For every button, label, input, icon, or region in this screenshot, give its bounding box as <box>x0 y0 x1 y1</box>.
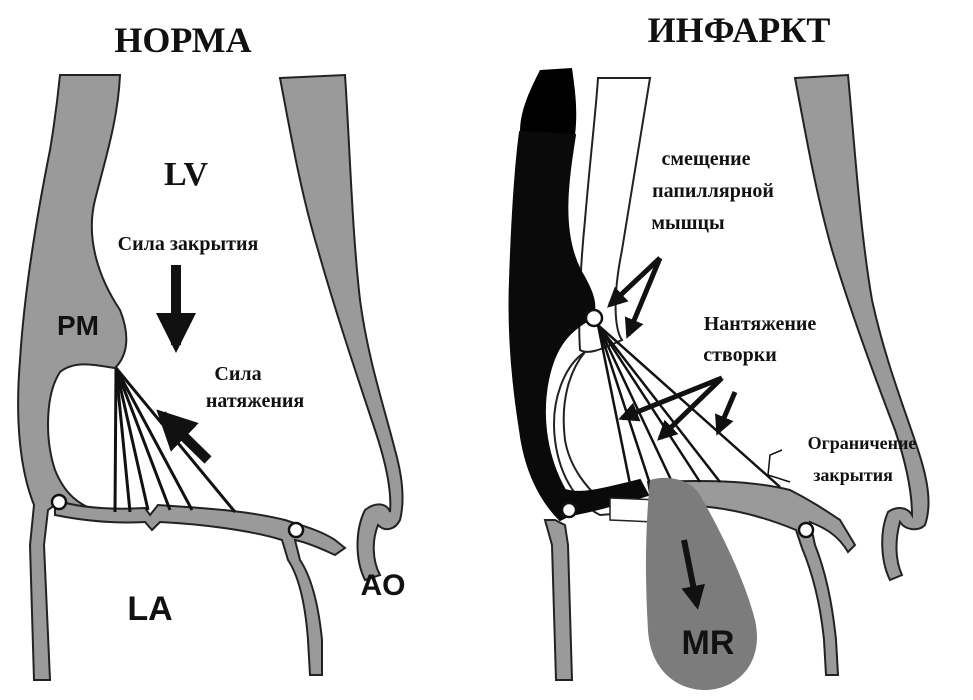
mr-label: MR <box>682 624 735 662</box>
restriction-label-line2: закрытия <box>813 465 893 485</box>
infarct-panel: ИНФАРКТ смещение папиллярной мышцы Нантя… <box>509 10 928 690</box>
normal-aortic-wall <box>280 75 402 580</box>
normal-title: НОРМА <box>114 20 251 60</box>
leaflet-tension-label-line1: Нантяжение <box>704 313 817 335</box>
normal-annulus-point-right <box>289 523 303 537</box>
displacement-label-line1: смещение <box>661 148 750 170</box>
tension-force-label-line1: Сила <box>214 363 261 385</box>
infarct-lower-wall <box>545 520 572 680</box>
displacement-label-line2: папиллярной <box>652 180 774 202</box>
tension-force-label-line2: натяжения <box>206 390 305 412</box>
pm-label: PM <box>57 310 99 341</box>
papillary-muscle-point <box>586 310 602 326</box>
displacement-label-line3: мышцы <box>651 212 725 234</box>
normal-panel: НОРМА LV Сила закрытия PM Сила натяжения… <box>18 20 405 680</box>
la-label: LA <box>127 590 172 628</box>
displacement-arrow-2 <box>628 258 660 335</box>
ao-label: AO <box>361 569 406 602</box>
infarct-annulus-point-right <box>799 523 813 537</box>
closing-force-label: Сила закрытия <box>118 233 259 255</box>
leaflet-tension-arrow-3 <box>718 392 735 432</box>
normal-lv-wall <box>18 75 126 680</box>
restriction-bracket <box>768 450 790 482</box>
infarct-annulus-point-left <box>562 503 576 517</box>
normal-annulus-point-left <box>52 495 66 509</box>
infarct-lv-wall <box>520 68 576 135</box>
lv-label: LV <box>164 156 209 193</box>
restriction-label-line1: Ограничение <box>808 433 917 453</box>
infarct-title: ИНФАРКТ <box>648 10 831 50</box>
leaflet-tension-label-line2: створки <box>703 344 777 366</box>
